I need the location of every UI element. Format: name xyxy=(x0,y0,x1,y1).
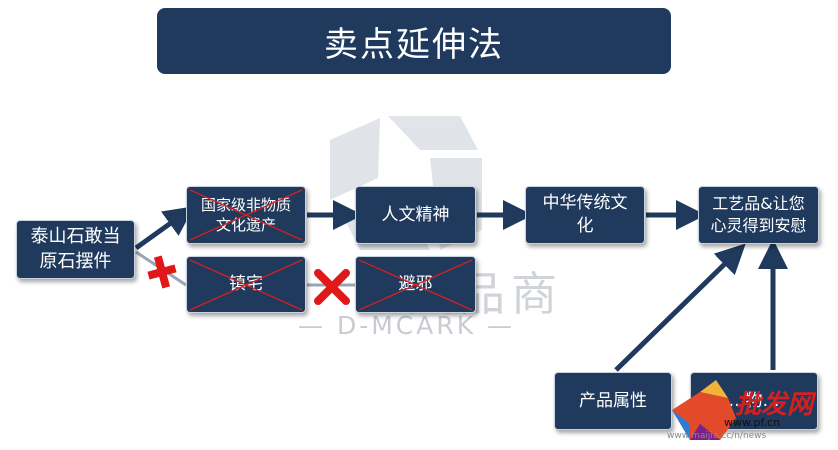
node-taishan-line2: 原石摆件 xyxy=(39,250,112,272)
node-craft-comfort: 工艺品&让您 心灵得到安慰 xyxy=(698,186,819,244)
bull-logo-icon xyxy=(672,380,736,440)
bixie-strike-2 xyxy=(358,259,473,311)
node-attr-line1: 产品属性 xyxy=(579,390,647,411)
watermark-english: — D-MCARK — xyxy=(298,311,516,340)
cross-mark-middle-icon xyxy=(314,269,350,305)
node-taishan-stone: 泰山石敢当 原石摆件 xyxy=(16,220,135,279)
page-title-text: 卖点延伸法 xyxy=(324,24,504,65)
node-heritage-line1: 国家级非物质 xyxy=(200,195,291,214)
node-craft-line1: 工艺品&让您 xyxy=(712,194,805,214)
arrow-taishan-to-heritage xyxy=(134,206,195,251)
node-taishan-line1: 泰山石敢当 xyxy=(30,226,121,248)
badge-site-name: 批发网 xyxy=(735,390,814,420)
page-title: 卖点延伸法 xyxy=(157,8,671,74)
heritage-strike-2 xyxy=(189,189,303,241)
node-bottom2-line1: …物… xyxy=(728,390,780,411)
watermark-logo-panel-top xyxy=(388,116,478,150)
node-chinese-culture: 中华传统文 化 xyxy=(525,186,645,244)
zhenzhai-strike-2 xyxy=(189,259,303,311)
node-culture-line1: 中华传统文 xyxy=(542,193,628,214)
node-craft-line2: 心灵得到安慰 xyxy=(710,216,807,235)
node-humanities-spirit: 人文精神 xyxy=(355,186,476,244)
node-heritage-line2: 文化遗产 xyxy=(215,216,276,234)
cross-mark-left-icon xyxy=(147,255,177,289)
node-culture-line2: 化 xyxy=(576,216,594,236)
node-product-attribute: 产品属性 xyxy=(554,372,672,430)
node-humanities-line1: 人文精神 xyxy=(381,204,450,225)
arrow-attr-to-craft xyxy=(614,243,746,372)
watermark-logo-panel-left xyxy=(330,118,380,200)
badge-site-url: www.pf.cn xyxy=(724,416,781,429)
node-intangible-heritage: 国家级非物质 文化遗产 xyxy=(186,186,306,244)
badge-site-url-secondary: www.maijia.cc/n/news xyxy=(667,431,767,441)
